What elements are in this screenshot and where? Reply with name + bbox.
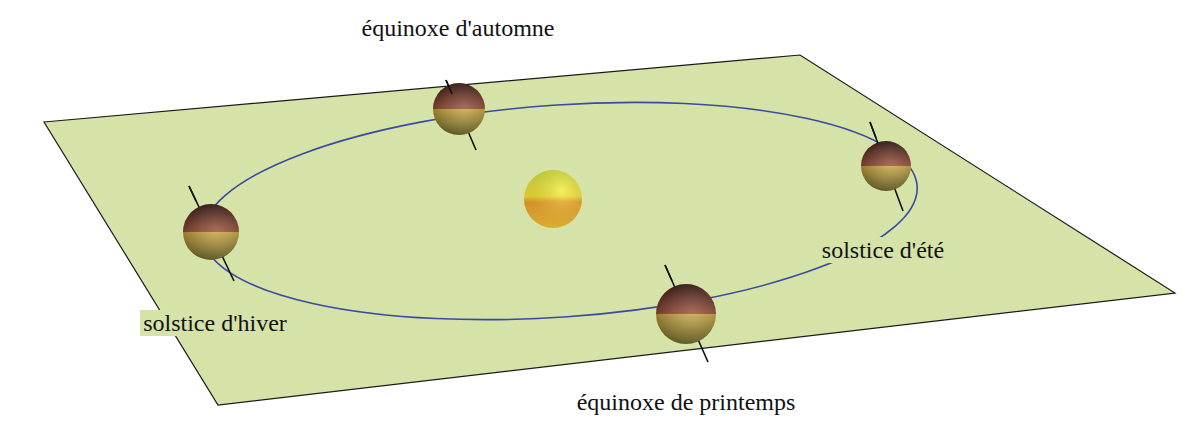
season-label: solstice d'hiver [140, 310, 290, 336]
season-label: solstice d'été [819, 237, 947, 263]
earth [433, 80, 485, 150]
orbit [195, 80, 924, 341]
earth [861, 122, 911, 211]
ecliptic-plane [44, 55, 1175, 405]
season-label: équinoxe d'automne [359, 15, 558, 41]
earth [183, 186, 239, 281]
sun [524, 170, 582, 228]
earth [656, 265, 716, 362]
season-label: équinoxe de printemps [574, 389, 799, 415]
